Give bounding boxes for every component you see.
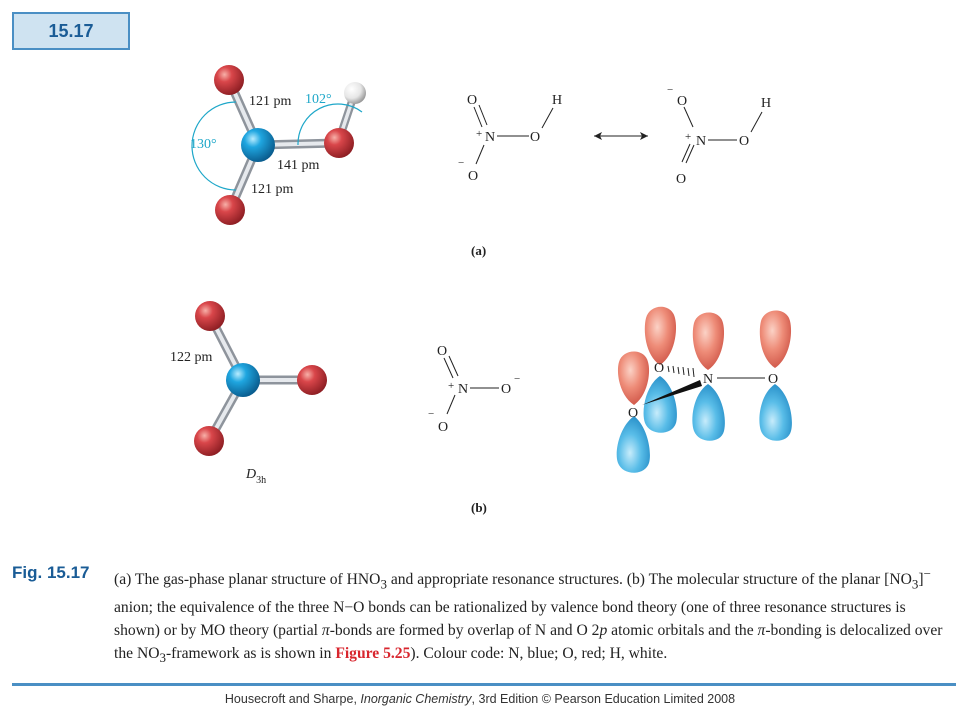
- resonance-structure-a1: O N + O H O −: [458, 93, 562, 184]
- caption-label: Fig. 15.17: [12, 563, 90, 582]
- a2-atom-o-bottom: O: [676, 172, 686, 187]
- no3-atom-o-bottom: [194, 426, 224, 456]
- no3-atom-o-top: [195, 301, 225, 331]
- no3-atom-o-right: [297, 365, 327, 395]
- mo-atom-o-right: O: [768, 372, 778, 387]
- a2-atom-n: N: [696, 134, 706, 149]
- resonance-structure-a2: − O + N O H O: [667, 84, 771, 187]
- b-atom-o-bottom: O: [438, 420, 448, 435]
- a1-atom-o-top: O: [467, 93, 477, 108]
- a2-charge-plus: +: [685, 131, 691, 143]
- orbital-lobe-o1-upper: [644, 306, 677, 365]
- orbital-lobe-o3-upper: [759, 310, 792, 368]
- atom-h: [344, 82, 366, 104]
- angle-left-label: 130°: [190, 137, 217, 152]
- angle-arc-right: [297, 103, 363, 146]
- resonance-arrow: [594, 132, 648, 140]
- mo-atom-o-left-top: O: [654, 361, 664, 376]
- resonance-structure-b: O + N O − − O: [428, 344, 520, 435]
- panel-a-label: (a): [471, 243, 486, 258]
- a1-charge-plus: +: [476, 128, 482, 140]
- atom-o-top: [214, 65, 244, 95]
- figure-caption: (a) The gas-phase planar structure of HN…: [114, 566, 943, 666]
- a2-charge-minus: −: [667, 84, 673, 96]
- atom-o-right: [324, 128, 354, 158]
- figure-reference-link[interactable]: Figure 5.25: [335, 644, 411, 662]
- b-atom-o-top: O: [437, 344, 447, 359]
- orbital-lobe-o1-lower: [643, 376, 677, 433]
- orbital-lobe-n-lower: [692, 384, 725, 441]
- atom-o-bottom: [215, 195, 245, 225]
- atom-n: [241, 128, 275, 162]
- no3-bond-length: 122 pm: [170, 350, 213, 365]
- figure-diagram: 121 pm 141 pm 121 pm 130° 102° O N + O H…: [170, 65, 792, 515]
- a1-atom-o-right: O: [530, 130, 540, 145]
- orbital-lobe-n-upper: [692, 312, 725, 370]
- b-charge-minus-bottom: −: [428, 408, 434, 420]
- panel-b-label: (b): [471, 500, 487, 515]
- b-atom-o-right: O: [501, 382, 511, 397]
- mo-atom-o-left-bottom: O: [628, 406, 638, 421]
- a1-atom-h: H: [552, 93, 562, 108]
- figure-number-badge: 15.17: [12, 12, 130, 50]
- bond-length-top: 121 pm: [249, 94, 292, 109]
- a1-atom-n: N: [485, 130, 495, 145]
- b-charge-minus-right: −: [514, 373, 520, 385]
- orbital-lobe-o2-lower: [616, 416, 650, 473]
- a2-atom-o-right: O: [739, 134, 749, 149]
- footer-divider: [12, 683, 956, 686]
- hashed-bond: [667, 365, 695, 378]
- bond-length-bottom: 121 pm: [251, 182, 294, 197]
- footer-credit: Housecroft and Sharpe, Inorganic Chemist…: [224, 692, 736, 706]
- angle-right-label: 102°: [305, 92, 332, 107]
- mo-orbital-diagram: O N O O: [616, 306, 792, 473]
- b-atom-n: N: [458, 382, 468, 397]
- orbital-lobe-o3-lower: [759, 384, 792, 441]
- b-charge-plus: +: [448, 380, 454, 392]
- point-group-symbol: D3h: [245, 467, 266, 486]
- hno3-ball-and-stick-model: 121 pm 141 pm 121 pm 130° 102°: [190, 65, 366, 225]
- no3-ball-and-stick-model: 122 pm D3h: [170, 301, 327, 486]
- orbital-lobe-o2-upper: [617, 351, 650, 405]
- figure-number: 15.17: [48, 20, 94, 41]
- wedge-bond: [642, 380, 702, 405]
- no3-atom-n: [226, 363, 260, 397]
- a2-atom-h: H: [761, 96, 771, 111]
- mo-atom-n: N: [703, 372, 713, 387]
- a1-atom-o-bottom: O: [468, 169, 478, 184]
- a1-charge-minus: −: [458, 157, 464, 169]
- bond-length-oh: 141 pm: [277, 158, 320, 173]
- a2-atom-o-top: O: [677, 94, 687, 109]
- angle-arc-left: [191, 101, 237, 191]
